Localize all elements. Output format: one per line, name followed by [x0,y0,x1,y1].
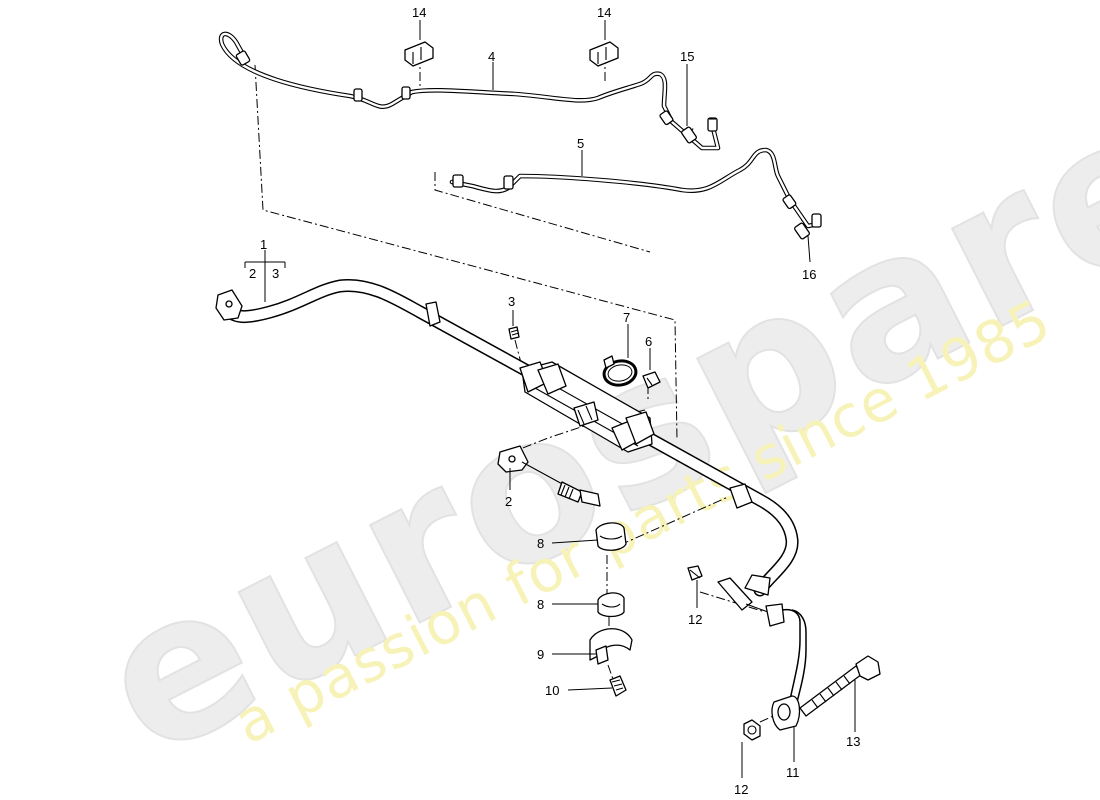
hose-clamp-7 [602,355,638,387]
callout-leaders [244,20,856,778]
sensor-2 [497,445,601,507]
callout-10: 10 [545,683,559,698]
callout-labels: 1 2 3 2 3 4 5 6 7 8 8 9 10 11 12 12 13 1… [249,5,860,797]
pipe-clip-14-right [589,41,619,67]
callout-14a: 14 [412,5,426,20]
nut-12-upper [687,565,703,581]
callout-11: 11 [786,765,800,780]
callout-2b: 2 [505,494,512,509]
hydraulic-line-5 [449,147,821,229]
callout-3b: 3 [508,294,515,309]
stabilizer-bar-1 [215,278,799,597]
bolt-10 [609,675,627,697]
callout-8b: 8 [537,597,544,612]
callout-7: 7 [623,310,630,325]
callout-4: 4 [488,49,495,64]
callout-13: 13 [846,734,860,749]
bracket-9 [589,628,633,665]
union-fitting-16 [782,194,822,240]
bushing-8-lower [597,592,625,618]
callout-5: 5 [577,136,584,151]
bolt-13 [799,655,881,717]
callout-9: 9 [537,647,544,662]
coupling-link-11 [717,577,807,731]
callout-3a: 3 [272,266,279,281]
callout-8a: 8 [537,536,544,551]
screw-3 [508,326,520,340]
callout-1: 1 [260,237,267,252]
callout-12b: 12 [734,782,748,797]
callout-12a: 12 [688,612,702,627]
callout-16: 16 [802,267,816,282]
stabilizer-actuator [519,361,655,453]
bushing-8-upper [595,522,627,551]
nut-6 [642,371,661,389]
callout-14b: 14 [597,5,611,20]
callout-2a: 2 [249,266,256,281]
callout-15: 15 [680,49,694,64]
pipe-clip-14-left [404,41,434,67]
union-fitting-15 [659,110,718,144]
hydraulic-line-4 [218,31,721,151]
nut-12-lower [743,719,761,741]
callout-6: 6 [645,334,652,349]
